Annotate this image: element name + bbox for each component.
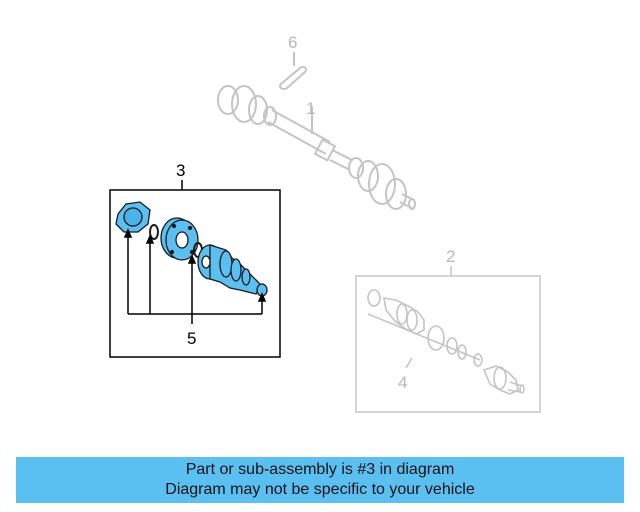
- callout-1: 1: [306, 99, 315, 118]
- info-banner: Part or sub-assembly is #3 in diagram Di…: [16, 457, 624, 503]
- banner-line-1: Part or sub-assembly is #3 in diagram: [185, 461, 455, 478]
- part-3-box[interactable]: [109, 189, 281, 358]
- callout-4: 4: [398, 373, 407, 392]
- parts-diagram: 6 1 3: [109, 33, 541, 413]
- part-3-joint-kit[interactable]: [115, 201, 268, 297]
- part-2-box[interactable]: [355, 275, 541, 413]
- part-3-leaders: [123, 228, 267, 324]
- callout-5: 5: [187, 329, 196, 348]
- part-6-clip[interactable]: [279, 52, 308, 91]
- callout-2: 2: [446, 247, 455, 266]
- part-2-leaders: [367, 313, 481, 369]
- part-1-axle-shaft[interactable]: [217, 85, 416, 210]
- callout-6: 6: [288, 33, 297, 52]
- banner-line-2: Diagram may not be specific to your vehi…: [165, 481, 475, 498]
- part-2-boot-kit[interactable]: [367, 289, 525, 395]
- callout-3: 3: [176, 161, 185, 180]
